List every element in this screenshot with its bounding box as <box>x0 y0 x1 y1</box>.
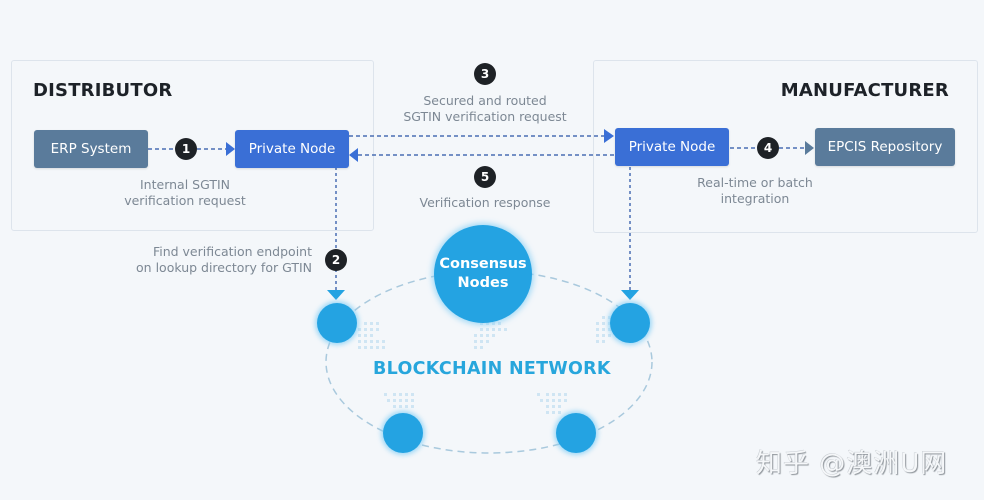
step2-caption-line2: on lookup directory for GTIN <box>136 260 312 275</box>
watermark: 知乎 @澳洲U网 <box>756 449 948 479</box>
erp-system-box[interactable]: ERP System <box>34 130 148 168</box>
map-dots <box>358 316 611 414</box>
arrowhead-manufacturer-network <box>621 290 639 300</box>
arrowhead-step4 <box>805 141 814 155</box>
arrowhead-step1 <box>226 142 235 156</box>
step3-caption-line2: SGTIN verification request <box>403 109 567 124</box>
distributor-private-node[interactable]: Private Node <box>235 130 349 168</box>
network-node-top-left[interactable] <box>317 303 357 343</box>
step4-caption-line2: integration <box>720 191 790 206</box>
step-5-badge: 5 <box>474 166 496 188</box>
step1-caption-line2: verification request <box>124 193 246 208</box>
distributor-title: DISTRIBUTOR <box>33 80 173 101</box>
manufacturer-private-node[interactable]: Private Node <box>615 128 729 166</box>
arrowhead-step5 <box>349 148 358 162</box>
step-2-badge: 2 <box>325 249 347 271</box>
step2-caption: Find verification endpoint on lookup dir… <box>110 244 312 276</box>
network-node-bottom-right[interactable] <box>556 413 596 453</box>
consensus-nodes[interactable]: Consensus Nodes <box>434 225 532 323</box>
arrowhead-step3 <box>604 129 614 143</box>
network-ring <box>325 270 653 454</box>
epcis-repository-box[interactable]: EPCIS Repository <box>815 128 955 166</box>
step2-caption-line1: Find verification endpoint <box>152 244 312 259</box>
step3-caption-line1: Secured and routed <box>423 93 547 108</box>
network-node-bottom-left[interactable] <box>383 413 423 453</box>
blockchain-network-title: BLOCKCHAIN NETWORK <box>373 359 611 379</box>
step4-caption-line1: Real-time or batch <box>697 175 813 190</box>
step3-caption: Secured and routed SGTIN verification re… <box>385 93 585 125</box>
step-4-badge: 4 <box>757 137 779 159</box>
step-3-badge: 3 <box>474 63 496 85</box>
network-node-top-right[interactable] <box>610 303 650 343</box>
step1-caption: Internal SGTIN verification request <box>110 177 260 209</box>
step1-caption-line1: Internal SGTIN <box>140 177 230 192</box>
step-1-badge: 1 <box>175 138 197 160</box>
arrowhead-step2 <box>327 290 345 300</box>
manufacturer-title: MANUFACTURER <box>780 80 949 101</box>
consensus-label-line2: Nodes <box>457 275 509 291</box>
consensus-label-line1: Consensus <box>439 256 527 272</box>
step5-caption: Verification response <box>419 195 551 210</box>
step4-caption: Real-time or batch integration <box>680 175 830 207</box>
